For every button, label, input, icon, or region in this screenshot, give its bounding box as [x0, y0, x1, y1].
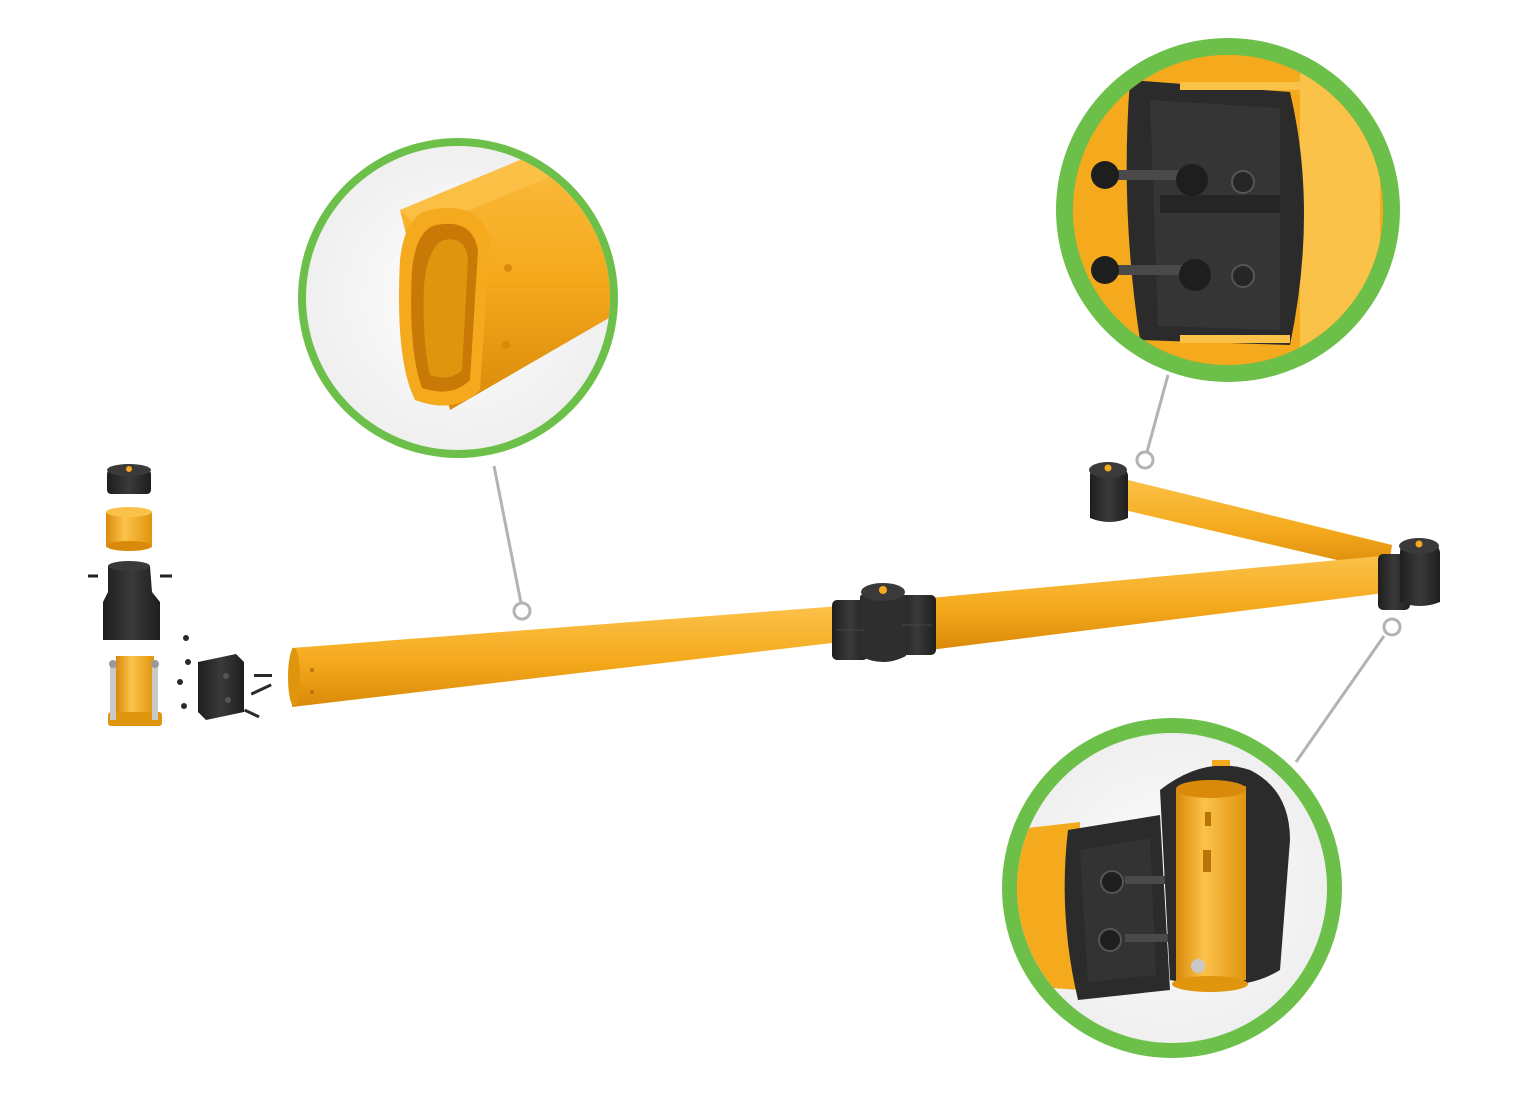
profile-hole-2 — [502, 341, 510, 349]
rail-open-end — [288, 648, 300, 706]
main-rail-right — [930, 555, 1392, 650]
exploded-base-kit — [88, 464, 272, 726]
rail-rear-segment — [1116, 478, 1392, 572]
kit-bolts — [177, 635, 272, 719]
main-rail-left — [292, 606, 840, 707]
kit-top-cap — [107, 464, 151, 494]
callout-rail-profile — [298, 138, 618, 458]
rail-end-hole-1 — [310, 668, 314, 672]
kit-clamp-block — [198, 654, 244, 720]
leader-line-rail-profile — [492, 465, 523, 604]
kit-black-housing — [88, 561, 172, 640]
callout-clamp-detail — [1056, 38, 1400, 382]
inline-connector — [832, 583, 936, 662]
corner-post-front — [1378, 538, 1440, 610]
anchor-clamp-detail — [1135, 450, 1155, 470]
rail-end-hole-2 — [310, 690, 314, 694]
connector-cap-badge — [879, 586, 887, 594]
kit-yellow-sleeve — [106, 507, 152, 551]
profile-hole-1 — [504, 264, 512, 272]
leader-line-post-cutaway — [1294, 635, 1386, 763]
barrier-assembly — [288, 462, 1440, 707]
leader-anchors — [512, 450, 1402, 637]
leader-line-clamp-detail — [1145, 374, 1170, 453]
leader-lines — [492, 374, 1386, 763]
corner-post-rear — [1089, 462, 1128, 522]
anchor-rail-profile — [512, 601, 532, 621]
anchor-post-cutaway — [1382, 617, 1402, 637]
kit-yellow-base — [108, 656, 162, 726]
callout-post-cutaway — [1002, 718, 1342, 1058]
